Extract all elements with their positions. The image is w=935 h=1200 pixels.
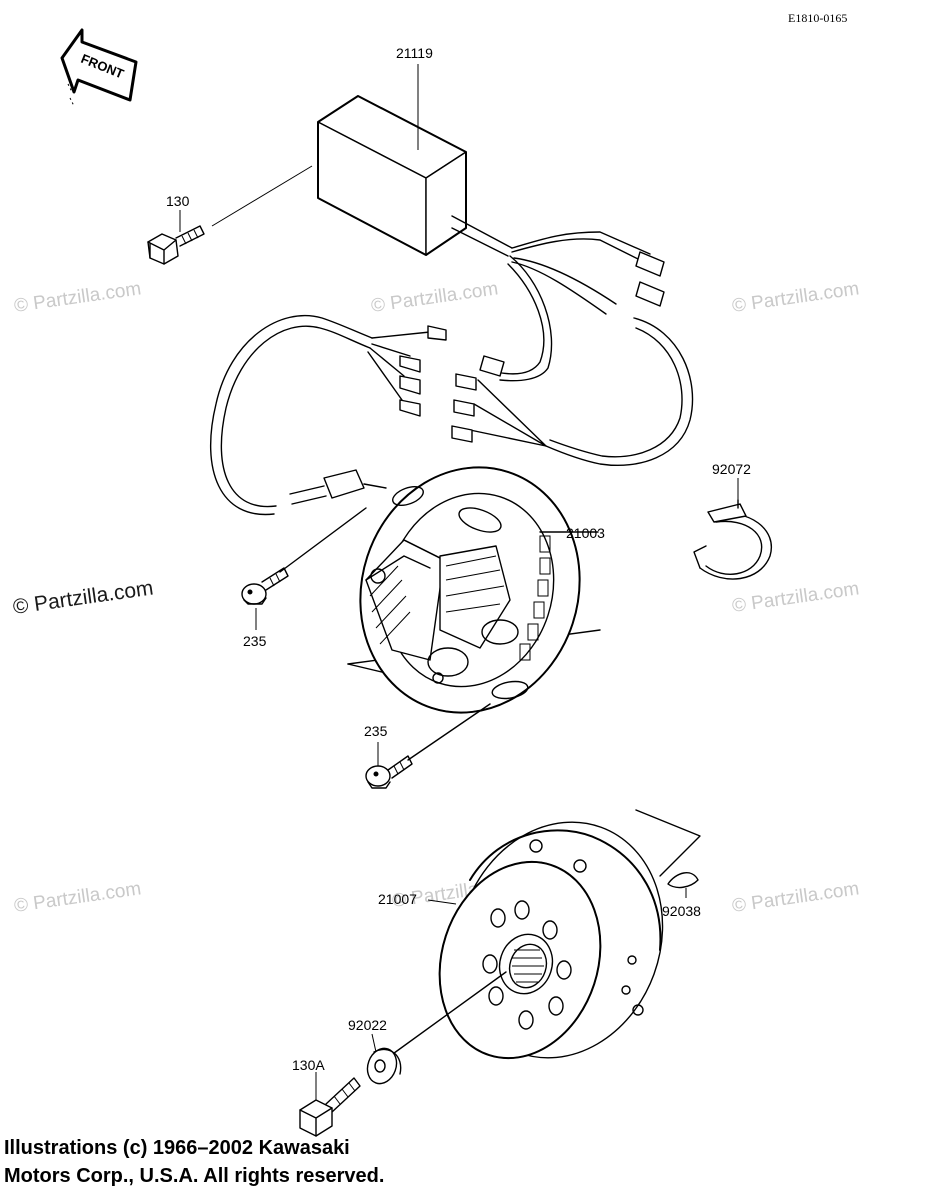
band-92072 [693, 499, 773, 580]
part-label-92022: 92022 [348, 1017, 387, 1033]
watermark: © Partzilla.com [13, 278, 143, 317]
copyright-notice: Illustrations (c) 1966–2002 Kawasaki Mot… [4, 1134, 384, 1190]
washer-92022 [366, 971, 507, 1085]
part-label-130: 130 [166, 193, 190, 209]
watermark: © Partzilla.com [731, 278, 861, 317]
part-label-92038: 92038 [662, 903, 701, 919]
watermark-dark: © Partzilla.com [11, 576, 154, 618]
bolt-130A [299, 1077, 361, 1137]
watermark: © Partzilla.com [731, 878, 861, 917]
stator-wiring [209, 314, 694, 516]
flywheel-21007 [438, 809, 701, 1060]
copyright-line-1: Illustrations (c) 1966–2002 Kawasaki [4, 1137, 350, 1159]
part-label-21003: 21003 [566, 525, 605, 541]
part-label-130A: 130A [292, 1057, 325, 1073]
watermark: © Partzilla.com [13, 878, 143, 917]
copyright-line-2: Motors Corp., U.S.A. All rights reserved… [4, 1165, 385, 1187]
part-label-235-upper: 235 [243, 633, 267, 649]
reference-code: E1810-0165 [788, 11, 847, 25]
watermark: © Partzilla.com [370, 278, 500, 317]
part-label-235-lower: 235 [364, 723, 388, 739]
part-label-21007: 21007 [378, 891, 417, 907]
stator-21003 [347, 466, 601, 714]
front-arrow-icon: FRONT [60, 28, 138, 107]
part-label-92072: 92072 [712, 461, 751, 477]
part-labels: 21119 130 21003 92072 235 235 21007 9203… [166, 45, 751, 1073]
part-label-21119: 21119 [396, 45, 433, 61]
screw-235-lower [365, 703, 491, 789]
cdi-unit [317, 95, 665, 382]
leader-lines [179, 64, 739, 1100]
bolt-130 [147, 225, 205, 265]
watermark: © Partzilla.com [731, 578, 861, 617]
key-92038 [667, 872, 699, 889]
screw-235-upper [241, 507, 367, 605]
